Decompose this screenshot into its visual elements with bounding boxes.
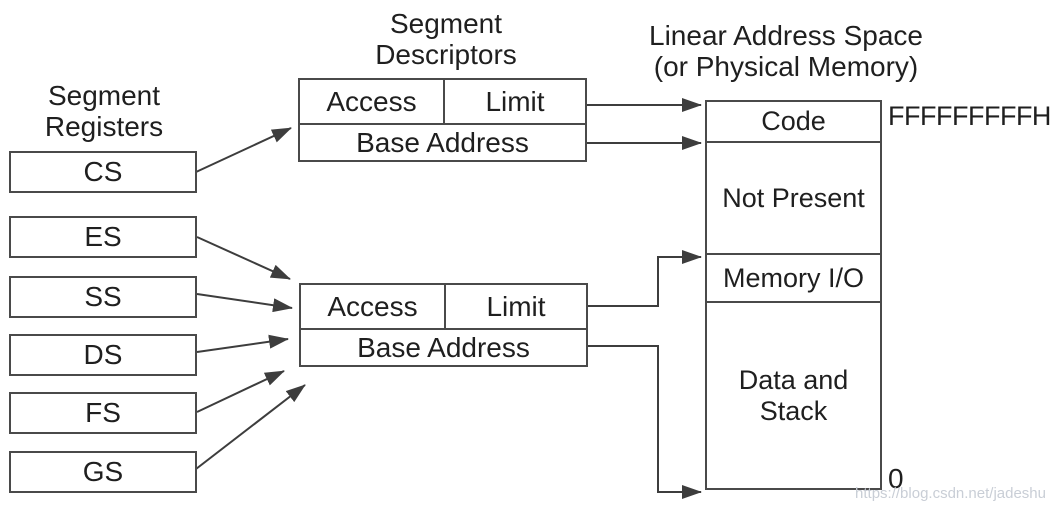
register-box-cs: CS — [9, 151, 197, 193]
arrow-cs-to-descriptor1 — [195, 127, 292, 173]
descriptor1-base-address-cell: Base Address — [356, 126, 529, 158]
descriptor2-access-cell: Access — [301, 285, 446, 328]
segment-descriptor-1: Access Limit Base Address — [298, 78, 587, 162]
linear-address-space-box: Code Not Present Memory I/O Data and Sta… — [705, 100, 882, 490]
memory-region-not-present: Not Present — [707, 143, 880, 255]
descriptor1-limit-cell: Limit — [485, 85, 545, 117]
memory-region-memory-io: Memory I/O — [707, 255, 880, 303]
register-box-gs: GS — [9, 451, 197, 493]
descriptor1-access-cell: Access — [300, 80, 445, 123]
top-address-label: FFFFFFFFFH — [888, 101, 1050, 131]
segment-descriptor-2: Access Limit Base Address — [299, 283, 588, 367]
descriptor2-top-row: Access Limit — [301, 285, 586, 330]
segment-descriptors-title: Segment Descriptors — [375, 8, 517, 70]
bottom-address-label: 0 — [888, 463, 904, 494]
register-label-es: ES — [84, 221, 122, 252]
register-box-es: ES — [9, 216, 197, 258]
register-box-ss: SS — [9, 276, 197, 318]
arrow-gs-to-descriptor2 — [195, 384, 306, 470]
arrow-fs-to-descriptor2 — [196, 370, 285, 413]
descriptor2-limit-cell: Limit — [486, 290, 546, 322]
segment-registers-title: Segment Registers — [44, 80, 164, 142]
arrow-ss-to-descriptor2 — [196, 293, 293, 313]
csdn-watermark: https://blog.csdn.net/jadeshu — [855, 485, 1046, 502]
memory-region-data-and-stack: Data and Stack — [738, 364, 849, 426]
memory-region-code: Code — [707, 102, 880, 143]
arrow-descriptor2-limit-to-memio — [587, 250, 702, 307]
register-label-fs: FS — [85, 397, 121, 428]
register-box-fs: FS — [9, 392, 197, 434]
register-label-ds: DS — [83, 339, 123, 370]
register-label-cs: CS — [83, 156, 123, 187]
register-box-ds: DS — [9, 334, 197, 376]
register-label-gs: GS — [82, 456, 124, 487]
register-label-ss: SS — [84, 281, 122, 312]
arrow-ds-to-descriptor2 — [196, 334, 289, 353]
linear-address-space-title: Linear Address Space (or Physical Memory… — [649, 20, 923, 82]
descriptor1-top-row: Access Limit — [300, 80, 585, 125]
descriptor2-base-address-cell: Base Address — [357, 331, 530, 363]
arrow-es-to-descriptor2 — [196, 236, 291, 280]
arrow-descriptor2-base-to-bottom — [587, 345, 702, 499]
